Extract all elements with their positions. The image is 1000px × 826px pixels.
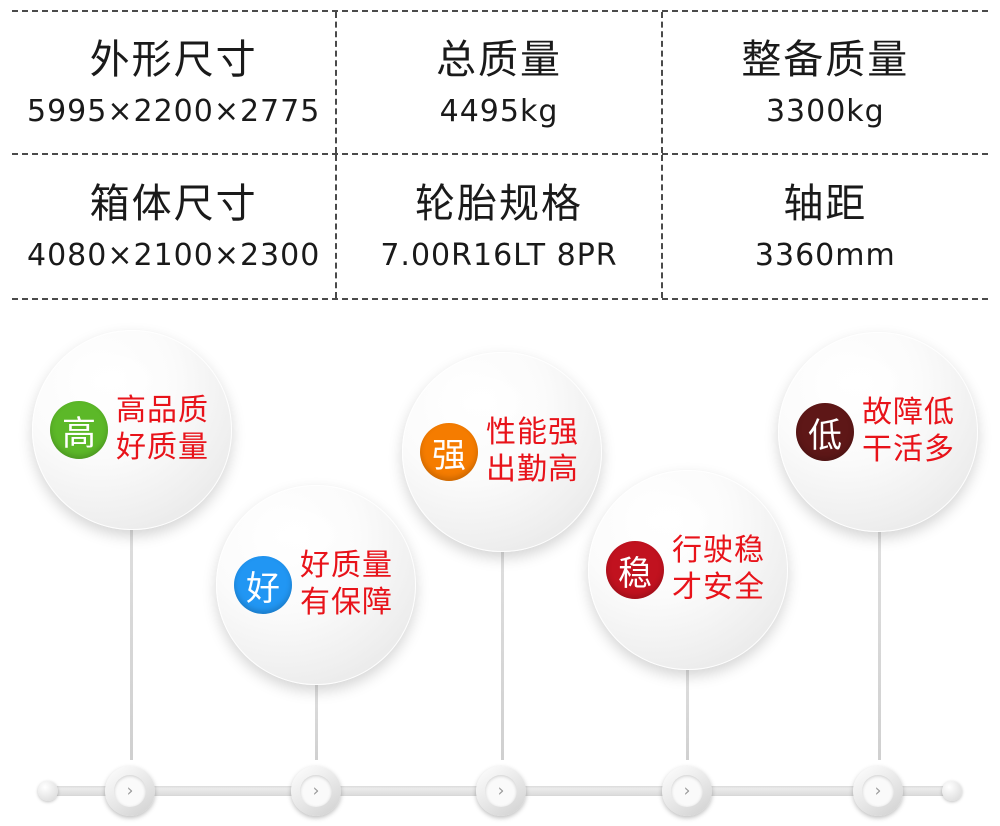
timeline-node-4[interactable]: › bbox=[662, 766, 712, 816]
bubble-stem-1 bbox=[130, 460, 133, 760]
bubble-text: 性能强 出勤高 bbox=[486, 415, 579, 488]
bubble-text-line2: 干活多 bbox=[862, 432, 955, 467]
spec-title: 外形尺寸 bbox=[89, 36, 258, 83]
table-row: 外形尺寸 5995×2200×2775 总质量 4495kg 整备质量 3300… bbox=[12, 10, 988, 155]
badge-icon-di: 低 bbox=[796, 403, 854, 461]
spec-title: 箱体尺寸 bbox=[89, 180, 258, 227]
timeline-node-2[interactable]: › bbox=[291, 766, 341, 816]
spec-title: 整备质量 bbox=[741, 36, 910, 83]
bubble-text-line2: 好质量 bbox=[116, 430, 209, 465]
feature-bubble-reliability: 低 故障低 干活多 bbox=[778, 332, 978, 532]
spec-value: 3360mm bbox=[754, 237, 896, 273]
bubble-text-line2: 出勤高 bbox=[486, 452, 579, 487]
chevron-right-icon: › bbox=[862, 775, 894, 807]
bubble-text-line1: 性能强 bbox=[486, 415, 579, 451]
timeline-bar: › › › › › bbox=[0, 756, 1000, 826]
bubble-text-line1: 行驶稳 bbox=[672, 533, 765, 569]
chevron-right-icon: › bbox=[485, 775, 517, 807]
spec-cell-gross-weight: 总质量 4495kg bbox=[337, 12, 663, 153]
timeline-node-5[interactable]: › bbox=[853, 766, 903, 816]
chevron-right-icon: › bbox=[114, 775, 146, 807]
feature-bubbles-group: 高 高品质 好质量 好 好质量 有保障 强 性能强 出勤高 稳 行驶稳 bbox=[0, 300, 1000, 826]
badge-icon-qiang: 强 bbox=[420, 423, 478, 481]
feature-bubble-stability: 稳 行驶稳 才安全 bbox=[588, 470, 788, 670]
spec-value: 3300kg bbox=[765, 93, 885, 129]
specifications-table: 外形尺寸 5995×2200×2775 总质量 4495kg 整备质量 3300… bbox=[12, 10, 988, 300]
spec-value: 4495kg bbox=[439, 93, 559, 129]
badge-icon-hao: 好 bbox=[234, 556, 292, 614]
badge-icon-gao: 高 bbox=[50, 401, 108, 459]
timeline-node-3[interactable]: › bbox=[476, 766, 526, 816]
bubble-text: 故障低 干活多 bbox=[862, 395, 955, 468]
bubble-text-line2: 才安全 bbox=[672, 570, 765, 605]
spec-title: 轮胎规格 bbox=[414, 180, 583, 227]
spec-cell-curb-weight: 整备质量 3300kg bbox=[663, 12, 988, 153]
table-row: 箱体尺寸 4080×2100×2300 轮胎规格 7.00R16LT 8PR 轴… bbox=[12, 155, 988, 300]
bubble-text-line1: 好质量 bbox=[300, 548, 393, 584]
feature-bubble-quality: 高 高品质 好质量 bbox=[32, 330, 232, 530]
spec-cell-wheelbase: 轴距 3360mm bbox=[663, 155, 988, 298]
spec-title: 总质量 bbox=[435, 36, 562, 83]
bubble-stem-2 bbox=[315, 660, 318, 760]
bubble-text: 行驶稳 才安全 bbox=[672, 533, 765, 606]
bubble-text-line1: 高品质 bbox=[116, 393, 209, 429]
chevron-right-icon: › bbox=[671, 775, 703, 807]
feature-bubble-guarantee: 好 好质量 有保障 bbox=[216, 485, 416, 685]
spec-value: 7.00R16LT 8PR bbox=[380, 237, 618, 273]
spec-cell-overall-dimensions: 外形尺寸 5995×2200×2775 bbox=[12, 12, 338, 153]
spec-cell-box-dimensions: 箱体尺寸 4080×2100×2300 bbox=[12, 155, 338, 298]
timeline-end-left bbox=[38, 781, 58, 801]
spec-title: 轴距 bbox=[783, 180, 868, 227]
spec-value: 4080×2100×2300 bbox=[27, 237, 321, 273]
badge-icon-wen: 稳 bbox=[606, 541, 664, 599]
spec-cell-tire-spec: 轮胎规格 7.00R16LT 8PR bbox=[337, 155, 663, 298]
bubble-text: 好质量 有保障 bbox=[300, 548, 393, 621]
bubble-text-line2: 有保障 bbox=[300, 585, 393, 620]
bubble-stem-5 bbox=[878, 475, 881, 760]
spec-value: 5995×2200×2775 bbox=[27, 93, 321, 129]
timeline-node-1[interactable]: › bbox=[105, 766, 155, 816]
bubble-stem-4 bbox=[686, 645, 689, 760]
timeline-end-right bbox=[942, 781, 962, 801]
bubble-stem-3 bbox=[501, 495, 504, 760]
bubble-text-line1: 故障低 bbox=[862, 395, 955, 431]
bubble-text: 高品质 好质量 bbox=[116, 393, 209, 466]
feature-bubble-performance: 强 性能强 出勤高 bbox=[402, 352, 602, 552]
chevron-right-icon: › bbox=[300, 775, 332, 807]
